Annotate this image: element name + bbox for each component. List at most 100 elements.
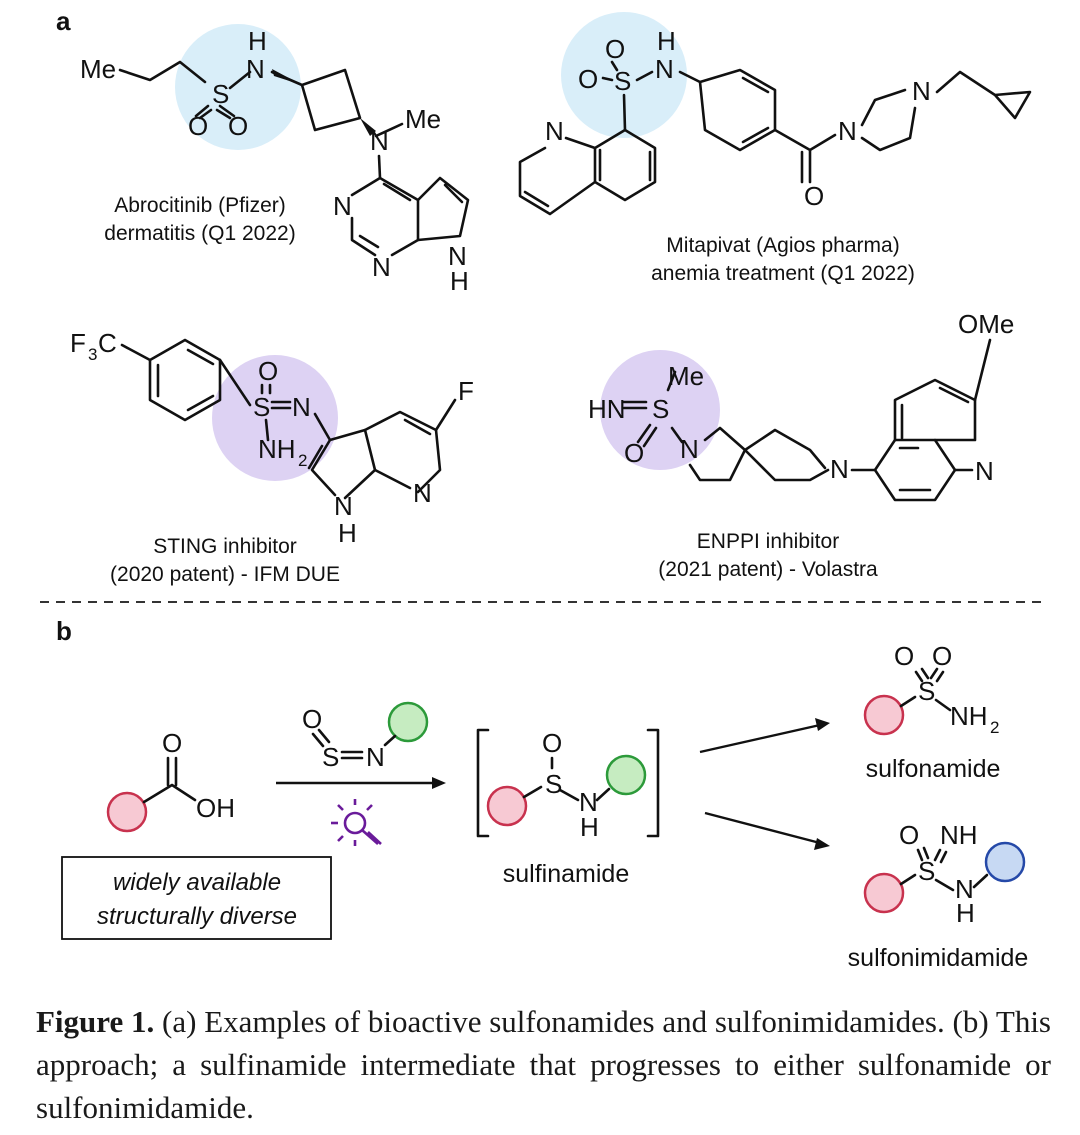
n-label: N xyxy=(912,76,931,106)
compound-use: dermatitis (Q1 2022) xyxy=(104,222,295,245)
nh-label: NH xyxy=(940,820,978,850)
o-label: O xyxy=(188,111,208,141)
figure-caption: Figure 1. (a) Examples of bioactive sulf… xyxy=(36,1000,1051,1129)
sulfinamide-structure: O S N H xyxy=(476,728,660,842)
compound-use: anemia treatment (Q1 2022) xyxy=(651,262,915,285)
o-label: O xyxy=(162,728,182,758)
intermediate-label: sulfinamide xyxy=(503,860,629,888)
n-label: N xyxy=(830,454,849,484)
compound-name: STING inhibitor xyxy=(153,535,297,558)
box-line-2: structurally diverse xyxy=(97,903,297,930)
r-group-green xyxy=(387,701,429,743)
h-label: H xyxy=(580,812,599,842)
compound-name: Mitapivat (Agios pharma) xyxy=(666,234,899,257)
compound-name: Abrocitinib (Pfizer) xyxy=(114,194,286,217)
methyl-label: Me xyxy=(80,54,116,84)
hydroxyl-label: OH xyxy=(196,793,235,823)
r-group-red xyxy=(863,872,905,914)
arrow-to-sulfonamide xyxy=(699,723,821,754)
h-label: H xyxy=(657,26,676,56)
mitapivat-structure: O O S H N N N N O xyxy=(518,26,1032,216)
r-group-red xyxy=(106,791,148,833)
r-group-green xyxy=(605,754,647,796)
substrate-note-box xyxy=(61,856,332,940)
o-label: O xyxy=(258,356,278,386)
carboxylic-acid-structure: O OH xyxy=(106,728,235,833)
n-label: N xyxy=(333,191,352,221)
nh-label: NH xyxy=(950,701,988,731)
figure: a Me H N S O O N Me N N N H Abrocitinib … xyxy=(40,6,1045,972)
light-bulb-icon xyxy=(331,799,382,846)
subscript: 2 xyxy=(298,451,307,470)
sulfonimidamide-product-structure: O NH S N H xyxy=(863,820,1026,928)
product-1-label: sulfonamide xyxy=(866,755,1001,783)
n-label: N xyxy=(579,787,598,817)
methoxy-label: OMe xyxy=(958,309,1014,339)
compound-use: (2021 patent) - Volastra xyxy=(658,558,878,581)
sulfonimidamide-highlight xyxy=(600,350,720,470)
sulfonamide-highlight xyxy=(175,24,301,150)
sting-inhibitor-structure: F 3 C O S N NH 2 F N N H xyxy=(70,328,474,548)
methyl-label: Me xyxy=(405,104,441,134)
n-label: N xyxy=(448,241,467,271)
s-label: S xyxy=(652,394,669,424)
s-label: S xyxy=(322,742,339,772)
panel-b-label: b xyxy=(56,616,72,646)
n-label: N xyxy=(975,456,994,486)
s-label: S xyxy=(918,856,935,886)
h-label: H xyxy=(450,266,469,296)
n-label: N xyxy=(680,434,699,464)
o-label: O xyxy=(542,728,562,758)
o-label: O xyxy=(578,64,598,94)
o-label: O xyxy=(605,34,625,64)
s-label: S xyxy=(253,392,270,422)
s-label: S xyxy=(212,79,229,109)
box-line-1: widely available xyxy=(113,869,281,896)
o-label: O xyxy=(894,641,914,671)
o-label: O xyxy=(624,438,644,468)
s-label: S xyxy=(614,66,631,96)
o-label: O xyxy=(932,641,952,671)
n-label: N xyxy=(292,392,311,422)
sulfonimidamide-highlight xyxy=(212,355,338,481)
h-label: H xyxy=(338,518,357,548)
caption-label: Figure 1. xyxy=(36,1004,155,1039)
n-label: N xyxy=(955,874,974,904)
n-label: N xyxy=(655,54,674,84)
enppi-inhibitor-structure: Me HN S O N N N OMe xyxy=(588,309,1014,502)
subscript: 3 xyxy=(88,345,97,364)
n-label: N xyxy=(366,742,385,772)
n-label: N xyxy=(334,491,353,521)
n-label: N xyxy=(372,252,391,282)
nh-label: NH xyxy=(258,434,296,464)
r-group-blue xyxy=(984,841,1026,883)
o-label: O xyxy=(302,704,322,734)
sulfinylamine-reagent: O S N xyxy=(302,701,429,772)
panel-a-label: a xyxy=(56,6,71,36)
f-label: F xyxy=(458,376,474,406)
product-2-label: sulfonimidamide xyxy=(848,944,1029,972)
s-label: S xyxy=(918,676,935,706)
c-label: C xyxy=(98,328,117,358)
o-label: O xyxy=(228,111,248,141)
o-label: O xyxy=(804,181,824,211)
compound-name: ENPPI inhibitor xyxy=(697,530,839,553)
o-label: O xyxy=(899,820,919,850)
n-label: N xyxy=(246,54,265,84)
sulfonamide-highlight xyxy=(561,12,687,138)
hn-label: HN xyxy=(588,394,626,424)
r-group-red xyxy=(486,785,528,827)
abrocitinib-structure: Me H N S O O N Me N N N H xyxy=(80,26,470,296)
caption-text: (a) Examples of bioactive sulfonamides a… xyxy=(36,1004,1051,1125)
sulfonamide-product-structure: O O S NH 2 xyxy=(863,641,999,737)
n-label: N xyxy=(545,116,564,146)
arrow-to-sulfonimidamide xyxy=(704,811,821,845)
f-label: F xyxy=(70,328,86,358)
r-group-red xyxy=(863,694,905,736)
compound-use: (2020 patent) - IFM DUE xyxy=(110,563,340,586)
n-label: N xyxy=(413,478,432,508)
subscript: 2 xyxy=(990,718,999,737)
h-label: H xyxy=(248,26,267,56)
s-label: S xyxy=(545,769,562,799)
n-label: N xyxy=(838,116,857,146)
